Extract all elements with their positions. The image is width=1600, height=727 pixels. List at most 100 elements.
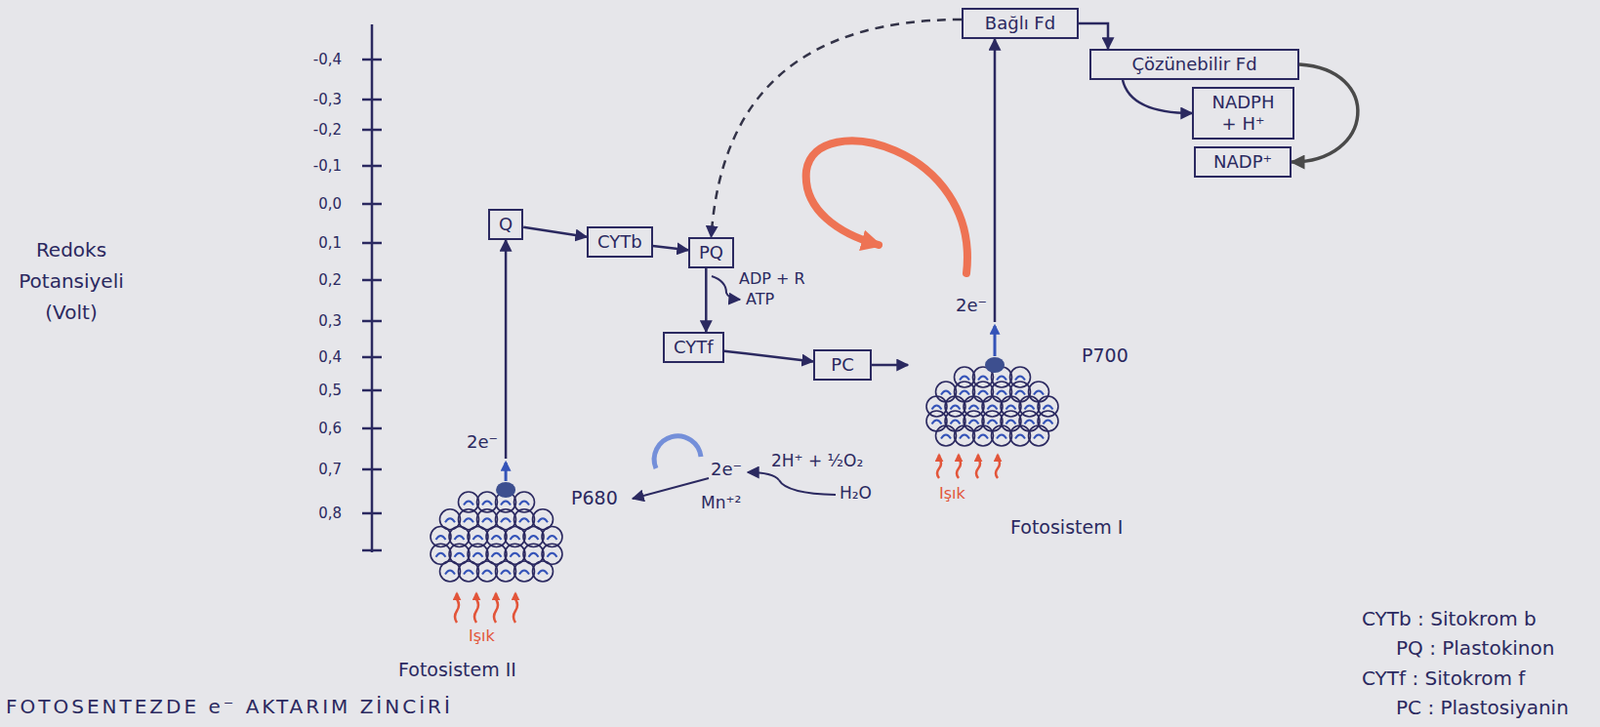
glossary-line: PQ : Plastokinon — [1395, 636, 1555, 660]
pigment-circle — [936, 425, 957, 447]
water-split-arrow — [747, 472, 780, 481]
tick-value: 0,6 — [318, 419, 342, 438]
label-slot: Mn⁺² — [700, 492, 741, 513]
connector — [711, 19, 962, 238]
pigment-circle — [1000, 410, 1022, 432]
pigment-mark — [1043, 406, 1054, 411]
connector — [871, 364, 908, 368]
photosystem: P700Fotosistem I — [907, 322, 1201, 552]
label-slot: 0,1 — [273, 233, 342, 252]
connector — [704, 268, 708, 332]
pigment-circle — [495, 561, 517, 582]
carrier-box: PQ — [688, 237, 735, 269]
carrier-name: Çözünebilir Fd — [1100, 53, 1289, 76]
label-slot: CYTf : Sitokrom f — [1361, 666, 1525, 691]
pigment-mark — [996, 391, 1007, 396]
carrier-name: NADP⁺ — [1204, 151, 1281, 173]
reaction-center — [495, 482, 516, 498]
pigment-mark — [1015, 391, 1026, 396]
tick-value: 0,4 — [318, 348, 342, 367]
label-slot: Redoks Potansiyeli (Volt) — [7, 234, 135, 329]
pigment-mark — [1033, 391, 1044, 396]
pigment-mark — [500, 501, 511, 506]
pigment-mark — [473, 553, 484, 558]
label-slot: PC : Plastosiyanin — [1395, 696, 1569, 720]
label-slot: PQ : Plastokinon — [1395, 636, 1555, 660]
pigment-mark — [519, 501, 530, 506]
connector — [523, 227, 587, 238]
pigment-mark — [959, 376, 970, 381]
pigment-mark — [1015, 376, 1026, 381]
tick-value: 0,7 — [318, 460, 342, 479]
pigment-mark — [932, 406, 943, 411]
carrier-box: Bağlı Fd — [961, 7, 1079, 40]
pigment-mark — [1033, 435, 1044, 440]
electron-arrow — [632, 478, 709, 499]
photosystem: P680Fotosistem II — [395, 458, 640, 689]
pigment-mark — [537, 571, 548, 575]
pigment-mark — [969, 420, 980, 425]
pigment-circle — [954, 381, 976, 403]
label-slot: 0,6 — [273, 418, 342, 438]
pigment-mark — [510, 535, 521, 540]
carrier-name: Q — [498, 213, 513, 236]
pigment-mark — [500, 518, 511, 523]
pigment-circle — [458, 561, 480, 582]
pigment-circle — [533, 561, 554, 582]
label-slot: 0,7 — [273, 459, 342, 479]
pigment-mark — [537, 518, 548, 523]
connector — [993, 39, 997, 323]
ion-label: Mn⁺² — [700, 492, 741, 513]
glossary-line: CYTf : Sitokrom f — [1361, 666, 1525, 691]
reaction-label: ATP — [745, 289, 775, 309]
label-slot: H₂O — [839, 483, 872, 503]
label-slot: ADP + R — [738, 269, 806, 288]
pigment-mark — [950, 420, 961, 425]
reaction-label: ADP + R — [738, 269, 806, 288]
carrier-name: CYTf — [673, 336, 714, 359]
tick-value: 0,1 — [318, 234, 342, 252]
label-slot: 0,8 — [273, 503, 342, 523]
pigment-mark — [529, 535, 539, 540]
carrier-box: PC — [813, 349, 872, 381]
edge-label: 2e⁻ — [955, 294, 987, 316]
reaction-label: 2H⁺ + ½O₂ — [771, 451, 863, 471]
pigment-mark — [463, 501, 474, 506]
pigment-mark — [978, 435, 988, 440]
pigment-mark — [1006, 420, 1017, 425]
pigment-mark — [1043, 420, 1054, 425]
connector — [1122, 80, 1192, 114]
photosystem-name: Fotosistem I — [1010, 515, 1123, 539]
label-slot: CYTb : Sitokrom b — [1361, 607, 1537, 631]
label-slot: 2e⁻ — [466, 431, 498, 452]
pigment-mark — [454, 535, 465, 540]
label-slot: 0,4 — [273, 347, 342, 367]
tick-value: -0,2 — [313, 121, 342, 139]
pigment-mark — [987, 420, 998, 425]
carrier-box: Çözünebilir Fd — [1089, 48, 1300, 81]
pigment-mark — [941, 391, 951, 396]
pigment-mark — [978, 391, 988, 396]
excitation-arrow — [504, 462, 508, 482]
pigment-circle — [973, 425, 994, 447]
pigment-circle — [991, 381, 1013, 403]
carrier-box: CYTb — [586, 226, 654, 258]
label-slot: 0,5 — [273, 380, 342, 400]
tick-value: 0,2 — [318, 271, 342, 289]
pigment-mark — [950, 406, 961, 411]
pigment-mark — [987, 406, 998, 411]
label-slot: 0,2 — [273, 270, 342, 289]
pigment-mark — [996, 435, 1007, 440]
connector — [1078, 23, 1108, 49]
pigment-circle — [477, 561, 498, 582]
pigment-circle — [1010, 425, 1031, 447]
tick-value: 0,3 — [318, 312, 342, 330]
glossary-line: CYTb : Sitokrom b — [1361, 607, 1537, 631]
carrier-box: NADP⁺ — [1193, 146, 1292, 178]
label-slot: Işık — [468, 626, 495, 646]
connector — [1291, 64, 1358, 163]
tick-value: -0,3 — [313, 90, 342, 109]
electron-label: 2e⁻ — [710, 458, 742, 480]
carrier-name: PC — [823, 354, 862, 376]
